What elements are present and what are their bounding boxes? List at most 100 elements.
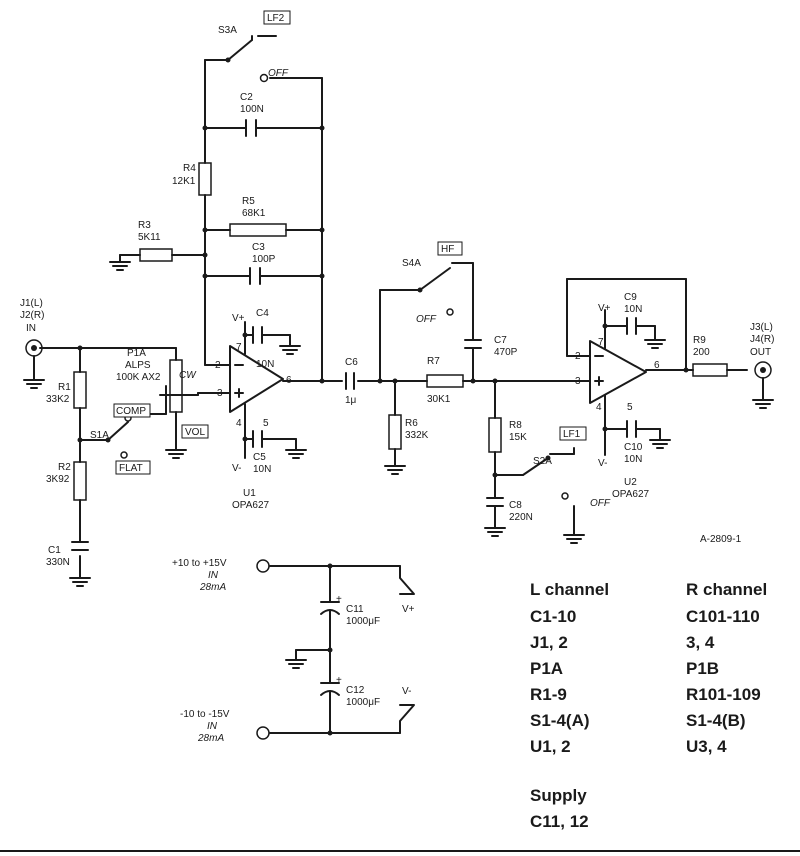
r9-resistor [692,363,728,377]
ground-c9 [644,339,666,349]
u2-pin2: 2 [575,351,581,362]
junction-dots [77,57,689,736]
c12-label: C12 [346,685,365,696]
out-label: OUT [750,347,771,358]
ground-r3 [109,254,131,271]
r6-label: R6 [405,418,418,429]
s1a-label: S1A [90,430,109,441]
ground-c5 [285,449,307,459]
c1-label: C1 [48,545,61,556]
off-label-s3a: OFF [268,68,289,79]
r7-resistor [426,374,464,388]
j1-input-jack [25,339,43,357]
right-row: S1-4(B) [686,711,746,730]
off-label-s2a: OFF [590,498,611,509]
supply-row: C11, 12 [530,812,589,831]
c5-label: C5 [253,452,266,463]
c8-label: C8 [509,500,522,511]
neg-in-label: IN [207,721,218,732]
feedback-network [119,35,323,382]
u2-value: OPA627 [612,489,649,500]
r2-label: R2 [58,462,71,473]
u2-opamp [566,278,764,456]
r4-resistor [198,162,212,196]
left-row: P1A [530,659,563,678]
neg-supply-terminal [256,726,270,740]
u1-label: U1 [243,488,256,499]
c9-label: C9 [624,292,637,303]
u1-vplus: V+ [232,313,245,324]
r7-value: 30K1 [427,394,451,405]
u1-pin7: 7 [236,342,242,353]
c7-label: C7 [494,335,507,346]
u1-pin4: 4 [236,418,242,429]
ground-j1 [23,379,45,389]
vol-tag: VOL [185,427,205,438]
u2-pin4: 4 [596,402,602,413]
document-number: A-2809-1 [700,534,742,545]
left-row: U1, 2 [530,737,571,756]
pos-current-label: 28mA [199,582,226,593]
r1-resistor [73,371,87,409]
u2-pin6: 6 [654,360,660,371]
middle-section [357,262,591,536]
c12-value: 1000μF [346,697,380,708]
right-row: R101-109 [686,685,761,704]
supply-vplus: V+ [402,604,415,615]
in-label: IN [26,323,36,334]
r3-label: R3 [138,220,151,231]
r8-resistor [488,417,502,453]
pos-in-label: IN [208,570,219,581]
j3-output-jack [754,361,772,379]
s2a-label: S2A [533,456,552,467]
left-channel-heading: L channel [530,580,609,599]
u2-pin7: 7 [598,337,604,348]
c3-value: 100P [252,254,276,265]
supply-heading: Supply [530,786,587,805]
c6-label: C6 [345,357,358,368]
left-row: C1-10 [530,607,576,626]
c6-value: 1μ [345,395,357,406]
r7-label: R7 [427,356,440,367]
c10-label: C10 [624,442,643,453]
c9-value: 10N [624,304,642,315]
c2-value: 100N [240,104,264,115]
c11-label: C11 [346,604,364,615]
j2-label: J2(R) [20,310,44,321]
off-label-s4a: OFF [416,314,437,325]
ground-c1 [69,577,91,587]
neg-supply-label: -10 to -15V [180,709,230,720]
capacitors [71,119,637,551]
r4-value: 12K1 [172,176,196,187]
component-labels: S3A LF2 OFF C2 100N R4 12K1 R5 68K1 R3 5… [20,13,774,744]
right-row: 3, 4 [686,633,715,652]
r3-resistor [139,248,173,262]
right-row: U3, 4 [686,737,727,756]
u2-pin5: 5 [627,402,633,413]
switch-tags [113,10,587,475]
neg-current-label: 28mA [197,733,224,744]
c12-plus: + [336,675,342,686]
c10-value: 10N [624,454,642,465]
r8-value: 15K [509,432,527,443]
r6-resistor [388,414,402,450]
lf2-tag: LF2 [267,13,285,24]
u2-label: U2 [624,477,637,488]
right-channel-heading: R channel [686,580,767,599]
r5-value: 68K1 [242,208,266,219]
c7-value: 470P [494,347,518,358]
supply-vminus: V- [402,686,411,697]
u2-vminus: V- [598,458,607,469]
j4-label: J4(R) [750,334,774,345]
ground-pot [165,449,187,459]
ground-j3 [752,399,774,409]
u1-value: OPA627 [232,500,269,511]
pos-supply-label: +10 to +15V [172,558,227,569]
r2-resistor [73,461,87,501]
connectors [25,73,772,740]
ground-r6 [384,465,406,475]
u2-pin3: 3 [575,376,581,387]
p1a-value: 100K AX2 [116,372,161,383]
ground-supply [285,659,307,669]
